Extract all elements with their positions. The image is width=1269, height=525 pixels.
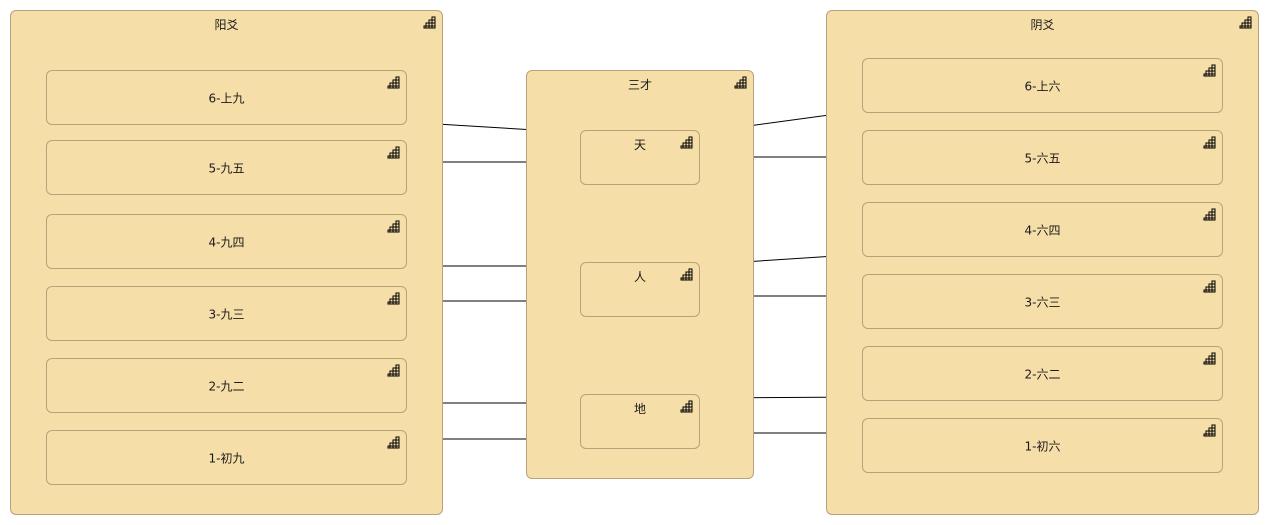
stair-step-icon bbox=[1203, 424, 1216, 437]
node-label: 5-九五 bbox=[208, 161, 245, 175]
yang-node-3[interactable]: 3-九三 bbox=[46, 286, 407, 341]
stair-step-icon bbox=[734, 76, 747, 89]
stair-step-icon bbox=[1203, 136, 1216, 149]
node-label: 6-上六 bbox=[1024, 79, 1061, 93]
yin-yao-title: 阴爻 bbox=[1030, 18, 1055, 32]
yin-node-5[interactable]: 5-六五 bbox=[862, 130, 1223, 185]
yin-node-1[interactable]: 1-初六 bbox=[862, 418, 1223, 473]
yang-node-1[interactable]: 1-初九 bbox=[46, 430, 407, 485]
stair-step-icon bbox=[680, 136, 693, 149]
yin-node-3[interactable]: 3-六三 bbox=[862, 274, 1223, 329]
yang-node-2[interactable]: 2-九二 bbox=[46, 358, 407, 413]
yang-node-4[interactable]: 4-九四 bbox=[46, 214, 407, 269]
stair-step-icon bbox=[1203, 208, 1216, 221]
node-label: 6-上九 bbox=[208, 91, 245, 105]
node-label: 地 bbox=[633, 402, 646, 416]
node-label: 3-六三 bbox=[1024, 295, 1061, 309]
stair-step-icon bbox=[1203, 280, 1216, 293]
node-label: 4-六四 bbox=[1024, 223, 1061, 237]
node-label: 人 bbox=[633, 270, 646, 284]
stair-step-icon bbox=[1239, 16, 1252, 29]
node-label: 2-九二 bbox=[208, 379, 245, 393]
yin-node-6[interactable]: 6-上六 bbox=[862, 58, 1223, 113]
yang-node-5[interactable]: 5-九五 bbox=[46, 140, 407, 195]
node-label: 2-六二 bbox=[1024, 367, 1061, 381]
sancai-node-di[interactable]: 地 bbox=[580, 394, 700, 449]
stair-step-icon bbox=[387, 436, 400, 449]
node-label: 3-九三 bbox=[208, 307, 245, 321]
stair-step-icon bbox=[387, 220, 400, 233]
stair-step-icon bbox=[387, 364, 400, 377]
stair-step-icon bbox=[680, 400, 693, 413]
node-label: 天 bbox=[633, 138, 646, 152]
yang-yao-title: 阳爻 bbox=[214, 18, 239, 32]
yin-node-4[interactable]: 4-六四 bbox=[862, 202, 1223, 257]
stair-step-icon bbox=[387, 292, 400, 305]
stair-step-icon bbox=[680, 268, 693, 281]
node-label: 4-九四 bbox=[208, 235, 245, 249]
stair-step-icon bbox=[423, 16, 436, 29]
stair-step-icon bbox=[387, 146, 400, 159]
sancai-title: 三才 bbox=[627, 78, 652, 92]
stair-step-icon bbox=[387, 76, 400, 89]
sancai-node-ren[interactable]: 人 bbox=[580, 262, 700, 317]
node-label: 1-初六 bbox=[1024, 439, 1061, 453]
node-label: 1-初九 bbox=[208, 451, 245, 465]
node-label: 5-六五 bbox=[1024, 151, 1061, 165]
sancai-node-tian[interactable]: 天 bbox=[580, 130, 700, 185]
yang-node-6[interactable]: 6-上九 bbox=[46, 70, 407, 125]
stair-step-icon bbox=[1203, 352, 1216, 365]
yin-node-2[interactable]: 2-六二 bbox=[862, 346, 1223, 401]
stair-step-icon bbox=[1203, 64, 1216, 77]
